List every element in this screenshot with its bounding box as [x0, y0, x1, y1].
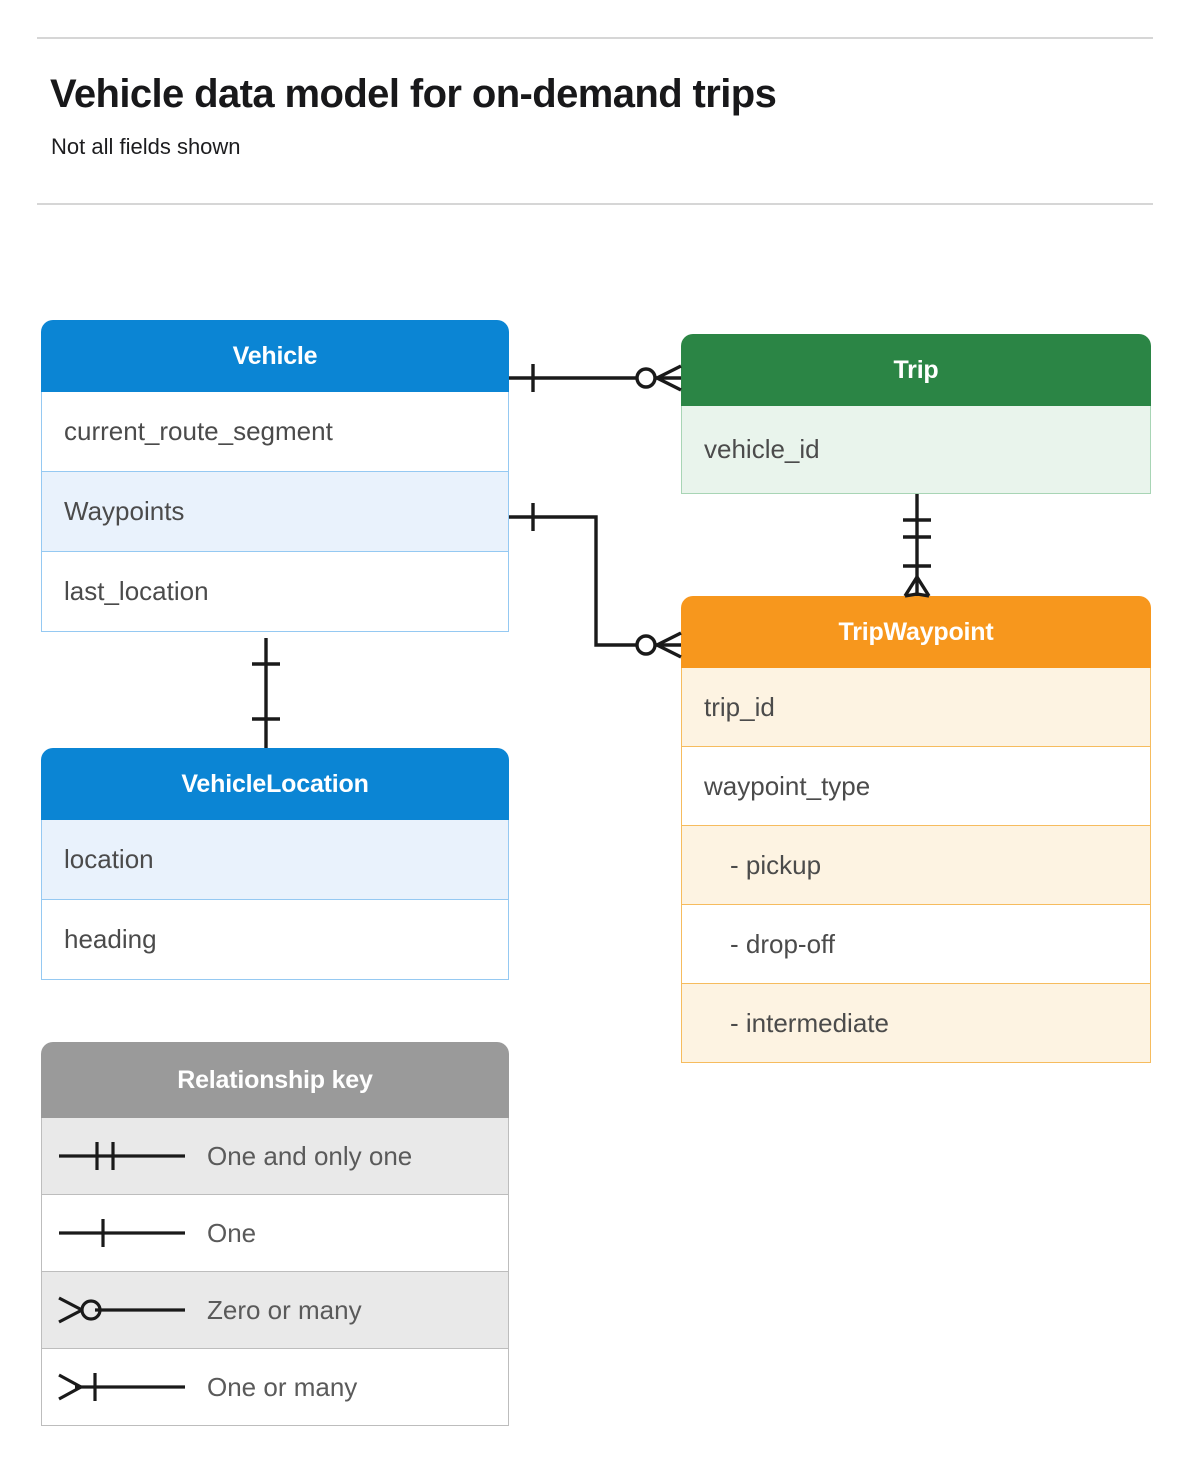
page-subtitle: Not all fields shown [51, 134, 241, 159]
legend-label-one: One [207, 1217, 257, 1248]
entity-vehiclelocation-field-location[interactable]: location [41, 820, 509, 900]
entity-tripwaypoint[interactable]: TripWaypoint trip_id waypoint_type - pic… [681, 596, 1151, 1063]
entity-tripwaypoint-enum-drop-off[interactable]: - drop-off [681, 905, 1151, 984]
entity-trip-field-vehicle-id[interactable]: vehicle_id [681, 406, 1151, 494]
entity-tripwaypoint-title: TripWaypoint [681, 596, 1151, 668]
one-icon [42, 1213, 207, 1253]
entity-tripwaypoint-enum-pickup[interactable]: - pickup [681, 826, 1151, 905]
entity-vehicle-title: Vehicle [41, 320, 509, 392]
header-divider-bottom [37, 203, 1153, 205]
connector-vehicle-trip [509, 364, 682, 392]
connector-trip-tripwaypoint [903, 494, 931, 598]
entity-tripwaypoint-field-trip-id[interactable]: trip_id [681, 668, 1151, 747]
entity-trip[interactable]: Trip vehicle_id [681, 334, 1151, 494]
legend-row-one-and-only-one: One and only one [41, 1118, 509, 1195]
legend-row-zero-or-many: Zero or many [41, 1272, 509, 1349]
entity-vehicle-field-current-route-segment[interactable]: current_route_segment [41, 392, 509, 472]
one-or-many-icon [42, 1367, 207, 1407]
legend-row-one-or-many: One or many [41, 1349, 509, 1426]
legend-title: Relationship key [41, 1042, 509, 1118]
entity-vehicle[interactable]: Vehicle current_route_segment Waypoints … [41, 320, 509, 632]
one-and-only-one-icon [42, 1136, 207, 1176]
entity-trip-title: Trip [681, 334, 1151, 406]
entity-tripwaypoint-field-waypoint-type[interactable]: waypoint_type [681, 747, 1151, 826]
page-title: Vehicle data model for on-demand trips [50, 72, 777, 116]
relationship-key-legend: Relationship key One and only one One [41, 1042, 509, 1426]
legend-label-one-or-many: One or many [207, 1371, 358, 1402]
zero-or-many-icon [42, 1290, 207, 1330]
connector-waypoints-tripwaypoint [509, 503, 682, 659]
entity-vehicle-field-last-location[interactable]: last_location [41, 552, 509, 632]
entity-vehiclelocation-title: VehicleLocation [41, 748, 509, 820]
entity-tripwaypoint-enum-intermediate[interactable]: - intermediate [681, 984, 1151, 1063]
entity-vehiclelocation[interactable]: VehicleLocation location heading [41, 748, 509, 980]
legend-label-one-and-only-one: One and only one [207, 1140, 413, 1171]
legend-label-zero-or-many: Zero or many [207, 1294, 362, 1325]
header-divider-top [37, 37, 1153, 39]
legend-row-one: One [41, 1195, 509, 1272]
entity-vehicle-field-waypoints[interactable]: Waypoints [41, 472, 509, 552]
connector-vehicle-vehiclelocation [252, 638, 280, 748]
entity-vehiclelocation-field-heading[interactable]: heading [41, 900, 509, 980]
